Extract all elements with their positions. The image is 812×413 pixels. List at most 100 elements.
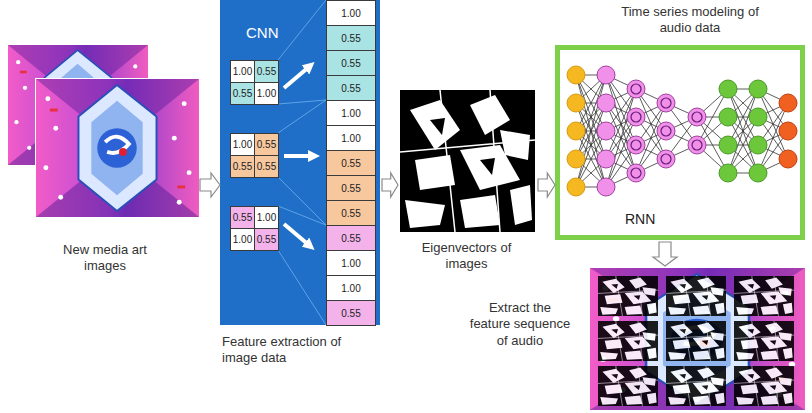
network-neuron bbox=[719, 136, 737, 154]
network-neuron bbox=[627, 136, 645, 154]
eigenvector-image-part bbox=[400, 90, 535, 232]
network-neuron bbox=[688, 108, 706, 126]
network-neuron bbox=[657, 122, 675, 140]
network-neuron bbox=[567, 150, 585, 168]
image-caption: Eigenvectors of images bbox=[404, 240, 529, 273]
flow-arrow bbox=[382, 173, 398, 197]
flow-arrow bbox=[200, 173, 220, 197]
feature-thumbnail bbox=[598, 366, 658, 406]
neural-network bbox=[567, 66, 797, 196]
vector-cell: 0.55 bbox=[326, 175, 376, 201]
vector-cell: 1.00 bbox=[326, 125, 376, 151]
feature-thumbnail bbox=[598, 321, 658, 361]
network-neuron bbox=[597, 178, 615, 196]
network-link bbox=[576, 75, 606, 159]
network-neuron bbox=[657, 150, 675, 168]
network-neuron bbox=[567, 122, 585, 140]
feature-thumbnail bbox=[666, 321, 726, 361]
network-neuron bbox=[627, 164, 645, 182]
matrix-cell: 0.55 bbox=[254, 228, 279, 251]
network-neuron bbox=[779, 150, 797, 168]
matrix-cell: 0.55 bbox=[230, 155, 255, 178]
network-neuron bbox=[749, 136, 767, 154]
network-neuron bbox=[627, 108, 645, 126]
recurrent-ring bbox=[661, 126, 671, 136]
matrix-cell: 0.55 bbox=[254, 133, 279, 156]
output-image bbox=[590, 268, 805, 410]
input-images-part bbox=[36, 79, 199, 217]
recurrent-ring bbox=[631, 140, 641, 150]
network-link bbox=[728, 89, 758, 173]
network-neuron bbox=[749, 108, 767, 126]
rnn-frame-part bbox=[558, 48, 803, 238]
block-title: CNN bbox=[246, 24, 306, 43]
recurrent-ring bbox=[692, 112, 702, 122]
vector-cell: 0.55 bbox=[326, 75, 376, 101]
network-neuron bbox=[567, 94, 585, 112]
eigenvector-group: Eigenvectors of images bbox=[398, 90, 538, 275]
feature-thumbnails bbox=[598, 276, 794, 406]
network-neuron bbox=[657, 94, 675, 112]
matrix-cell: 1.00 bbox=[230, 60, 255, 83]
network-link bbox=[728, 89, 758, 173]
matrix-cell: 0.55 bbox=[254, 60, 279, 83]
cnn-panel-part bbox=[284, 154, 314, 158]
network-neuron bbox=[567, 178, 585, 196]
matrix-cell: 1.00 bbox=[254, 206, 279, 229]
matrix-cell: 1.00 bbox=[230, 228, 255, 251]
matrix-cell: 0.55 bbox=[254, 155, 279, 178]
cnn-panel-part bbox=[278, 0, 326, 325]
vector-cell: 1.00 bbox=[326, 275, 376, 301]
vector-cell: 0.55 bbox=[326, 300, 376, 326]
cnn-panel-part bbox=[284, 66, 310, 88]
matrix-cell: 0.55 bbox=[230, 82, 255, 105]
vector-cell: 0.55 bbox=[326, 50, 376, 76]
rnn-block: Time series modeling of audio dataRNN bbox=[555, 0, 805, 242]
feature-thumbnail bbox=[666, 366, 726, 406]
recurrent-ring bbox=[661, 98, 671, 108]
recurrent-ring bbox=[631, 168, 641, 178]
cnn-panel bbox=[220, 0, 380, 325]
feature-thumbnail bbox=[734, 321, 794, 361]
flow-arrow bbox=[538, 173, 555, 197]
block-title: RNN bbox=[625, 211, 685, 229]
rnn-frame bbox=[558, 48, 803, 238]
feature-thumbnail bbox=[734, 276, 794, 316]
output-group: Extract the feature sequence of audio bbox=[453, 266, 805, 413]
recurrent-ring bbox=[631, 84, 641, 94]
network-neuron bbox=[597, 94, 615, 112]
matrix-cell: 1.00 bbox=[230, 133, 255, 156]
flow-arrow bbox=[653, 242, 677, 266]
image-caption: New media art images bbox=[50, 242, 160, 275]
network-neuron bbox=[719, 164, 737, 182]
matrix-cell: 0.55 bbox=[230, 206, 255, 229]
network-neuron bbox=[719, 108, 737, 126]
vector-cell: 0.55 bbox=[326, 150, 376, 176]
network-link bbox=[576, 103, 606, 187]
vector-cell: 1.00 bbox=[326, 250, 376, 276]
network-link bbox=[576, 103, 606, 187]
vector-cell: 1.00 bbox=[326, 100, 376, 126]
recurrent-ring bbox=[661, 154, 671, 164]
vector-cell: 1.00 bbox=[326, 0, 376, 26]
block-heading: Time series modeling of audio data bbox=[611, 4, 769, 37]
vector-cell: 0.55 bbox=[326, 200, 376, 226]
eigenvector-image bbox=[400, 90, 535, 232]
input-image-group: New media art images bbox=[5, 40, 200, 277]
recurrent-ring bbox=[692, 140, 702, 150]
feature-thumbnail bbox=[598, 276, 658, 316]
vector-cell: 0.55 bbox=[326, 225, 376, 251]
network-neuron bbox=[567, 66, 585, 84]
network-neuron bbox=[779, 94, 797, 112]
input-images bbox=[8, 45, 200, 218]
cnn-panel-part bbox=[220, 0, 380, 325]
output-image-part bbox=[590, 268, 805, 410]
network-neuron bbox=[719, 80, 737, 98]
block-caption: Feature extraction of image data bbox=[222, 334, 372, 367]
matrix-cell: 1.00 bbox=[254, 82, 279, 105]
network-neuron bbox=[627, 80, 645, 98]
vector-cell: 0.55 bbox=[326, 25, 376, 51]
